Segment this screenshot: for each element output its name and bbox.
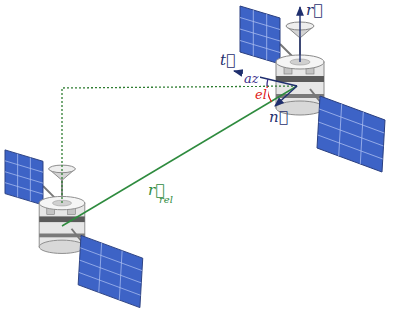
projection-line	[62, 86, 297, 205]
vector-label: n⃗	[269, 109, 288, 126]
angle-label: az	[243, 72, 260, 86]
vector-label: r⃗	[306, 2, 322, 19]
tangential-vector	[234, 71, 297, 86]
azimuth-arc	[266, 79, 268, 86]
angle-label: el	[254, 88, 268, 102]
normal-vector	[275, 86, 297, 106]
satellite	[240, 6, 385, 172]
vector-label: t⃗	[220, 52, 235, 69]
relative-vector	[62, 86, 297, 226]
satellite	[5, 150, 143, 308]
subscript-label: rel	[159, 194, 173, 205]
radial-vector	[299, 7, 300, 62]
